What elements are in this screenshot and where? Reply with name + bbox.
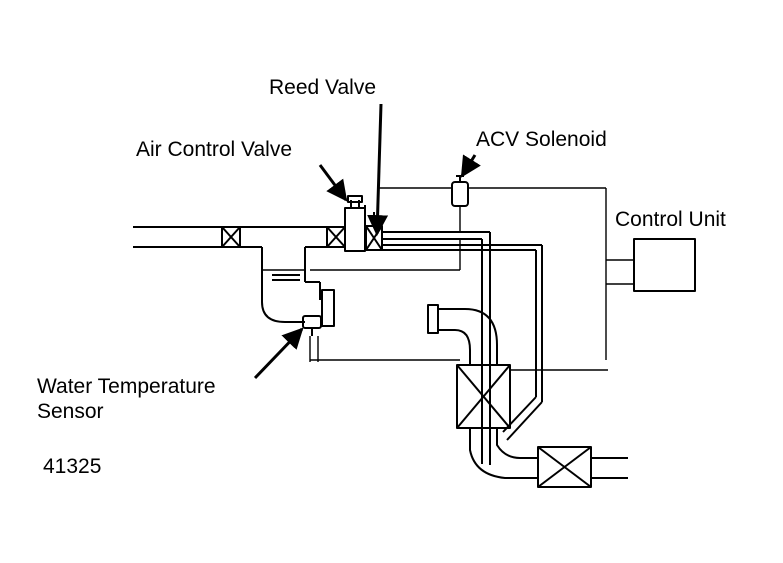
water-temperature-label-line2: Sensor xyxy=(37,400,104,423)
control-unit xyxy=(633,238,696,292)
intake-pipe xyxy=(133,226,346,248)
air-injection-pipe xyxy=(382,231,543,465)
reed-valve xyxy=(364,205,383,251)
manifold-branch xyxy=(261,247,335,327)
reed-valve-label: Reed Valve xyxy=(269,76,377,99)
acv-solenoid-arrow xyxy=(460,154,481,178)
exhaust-system xyxy=(427,304,628,488)
water-temperature-sensor-arrow xyxy=(253,327,304,380)
air-control-valve-label: Air Control Valve xyxy=(136,138,293,161)
reed-valve-arrow xyxy=(367,103,389,237)
air-control-valve-arrow xyxy=(318,164,348,202)
water-temperature-label-line1: Water Temperature xyxy=(37,375,216,398)
control-unit-label: Control Unit xyxy=(615,208,726,231)
acv-solenoid xyxy=(451,175,469,207)
vacuum-lines xyxy=(262,187,634,371)
figure-number: 41325 xyxy=(43,455,102,478)
water-temperature-sensor xyxy=(302,315,322,336)
acv-solenoid-label: ACV Solenoid xyxy=(476,128,607,151)
air-control-valve xyxy=(344,195,366,252)
water-temperature-sensor-label: Water Temperature Sensor xyxy=(37,374,216,424)
